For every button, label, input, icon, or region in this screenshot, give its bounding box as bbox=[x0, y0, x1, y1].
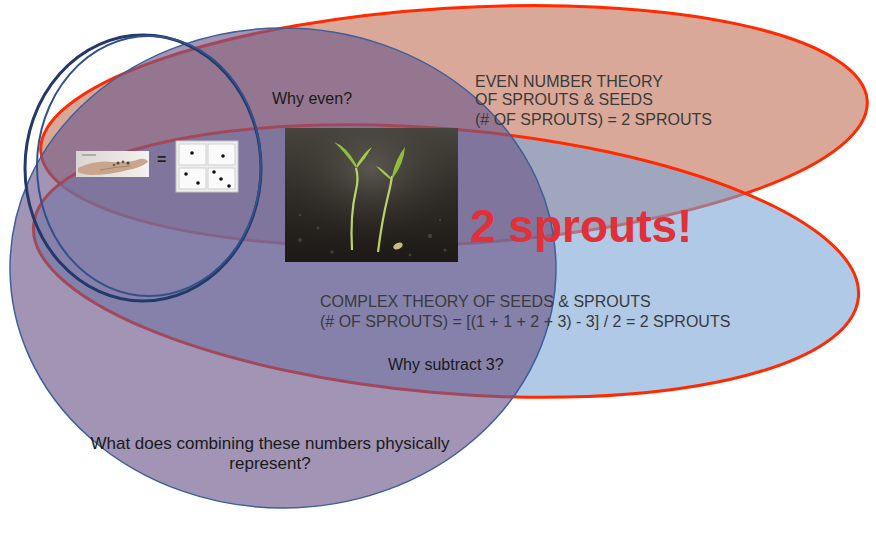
theory-heading: EVEN NUMBER THEORY OF SPROUTS & SEEDS bbox=[475, 73, 677, 110]
question-note-holder: Why even? bbox=[272, 90, 352, 108]
theory-heading-holder: COMPLEX THEORY OF SEEDS & SPROUTS bbox=[320, 293, 651, 311]
question-note: Why even? bbox=[272, 90, 352, 108]
theory-heading: COMPLEX THEORY OF SEEDS & SPROUTS bbox=[320, 293, 651, 311]
question-text-holder: What does combining these numbers physic… bbox=[70, 434, 470, 473]
ellipse-outline bbox=[10, 28, 556, 508]
result-label: 2 sprouts! bbox=[470, 200, 692, 253]
seed-circle bbox=[25, 35, 261, 301]
theory-formula: (# OF SPROUTS) = [(1 + 1 + 2 + 3) - 3] /… bbox=[320, 313, 730, 331]
theory-formula-holder: (# OF SPROUTS) = 2 SPROUTS bbox=[475, 111, 712, 129]
theory-heading-holder: EVEN NUMBER THEORY OF SPROUTS & SEEDS bbox=[475, 73, 677, 110]
hand-photo bbox=[76, 151, 149, 177]
equals-sign: = bbox=[157, 151, 166, 169]
theory-formula: (# OF SPROUTS) = 2 SPROUTS bbox=[475, 111, 712, 129]
question-note: Why subtract 3? bbox=[388, 356, 504, 374]
dice-card bbox=[176, 141, 238, 192]
question-note-holder: Why subtract 3? bbox=[388, 356, 504, 374]
theory-formula-holder: (# OF SPROUTS) = [(1 + 1 + 2 + 3) - 3] /… bbox=[320, 313, 730, 331]
equals-sign-holder: = bbox=[157, 151, 166, 169]
sprout-photo bbox=[285, 128, 458, 262]
result-label-holder: 2 sprouts! bbox=[470, 200, 692, 253]
question-text: What does combining these numbers physic… bbox=[70, 434, 470, 473]
